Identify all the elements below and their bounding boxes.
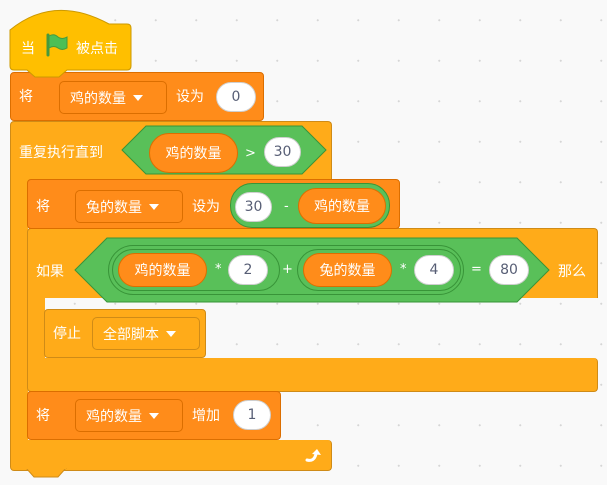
loop-arrow-icon	[305, 449, 321, 462]
set-to-label: 设为	[176, 89, 204, 105]
set-to-label: 设为	[192, 199, 220, 215]
chevron-down-icon	[149, 412, 159, 419]
repeat-until-label: 重复执行直到	[19, 145, 103, 161]
stop-option-value: 全部脚本	[103, 326, 159, 343]
chicken-variable-dropdown[interactable]: 鸡的数量	[59, 81, 167, 114]
chicken-legs-input[interactable]: 2	[228, 255, 268, 285]
change-by-label: 增加	[192, 408, 220, 424]
when-label: 当	[21, 41, 35, 57]
total-legs-input[interactable]: 80	[489, 255, 529, 285]
if-bottom-arm[interactable]	[27, 358, 598, 392]
chicken-count-reporter[interactable]: 鸡的数量	[298, 188, 386, 224]
stop-option-dropdown[interactable]: 全部脚本	[92, 317, 200, 350]
variable-name: 鸡的数量	[86, 408, 142, 425]
equals-operator: =	[471, 262, 482, 277]
minus-operator: -	[284, 199, 289, 214]
initial-value-input[interactable]: 0	[216, 82, 256, 112]
variable-name: 兔的数量	[86, 199, 142, 216]
rabbit-legs-input[interactable]: 4	[414, 255, 454, 285]
stop-label: 停止	[53, 326, 81, 342]
variable-name: 鸡的数量	[70, 90, 126, 107]
total-heads-input[interactable]: 30	[235, 192, 272, 222]
chevron-down-icon	[133, 94, 143, 101]
clicked-label: 被点击	[76, 41, 118, 57]
increment-input[interactable]: 1	[233, 400, 271, 430]
bottom-tab	[26, 468, 67, 478]
rabbit-variable-dropdown[interactable]: 兔的数量	[75, 190, 183, 223]
change-label: 将	[36, 408, 50, 424]
when-flag-clicked-block[interactable]	[9, 4, 133, 78]
if-left-arm	[27, 292, 45, 367]
plus-operator: +	[282, 262, 293, 277]
rabbit-count-reporter[interactable]: 兔的数量	[303, 253, 392, 287]
chevron-down-icon	[166, 330, 176, 337]
chicken-count-reporter[interactable]: 鸡的数量	[118, 253, 207, 287]
chicken-variable-dropdown[interactable]: 鸡的数量	[75, 399, 183, 432]
greater-than-operator: >	[245, 146, 256, 161]
then-label: 那么	[558, 264, 586, 280]
multiply-operator: *	[400, 262, 407, 277]
repeat-limit-input[interactable]: 30	[264, 137, 301, 167]
repeat-until-left-arm	[10, 175, 28, 445]
chevron-down-icon	[149, 203, 159, 210]
set-label: 将	[19, 89, 33, 105]
green-flag-icon	[46, 33, 68, 57]
chicken-count-reporter[interactable]: 鸡的数量	[149, 133, 238, 173]
repeat-until-bottom-arm[interactable]	[10, 440, 332, 471]
set-label: 将	[36, 199, 50, 215]
multiply-operator: *	[215, 262, 222, 277]
if-label: 如果	[36, 264, 64, 280]
